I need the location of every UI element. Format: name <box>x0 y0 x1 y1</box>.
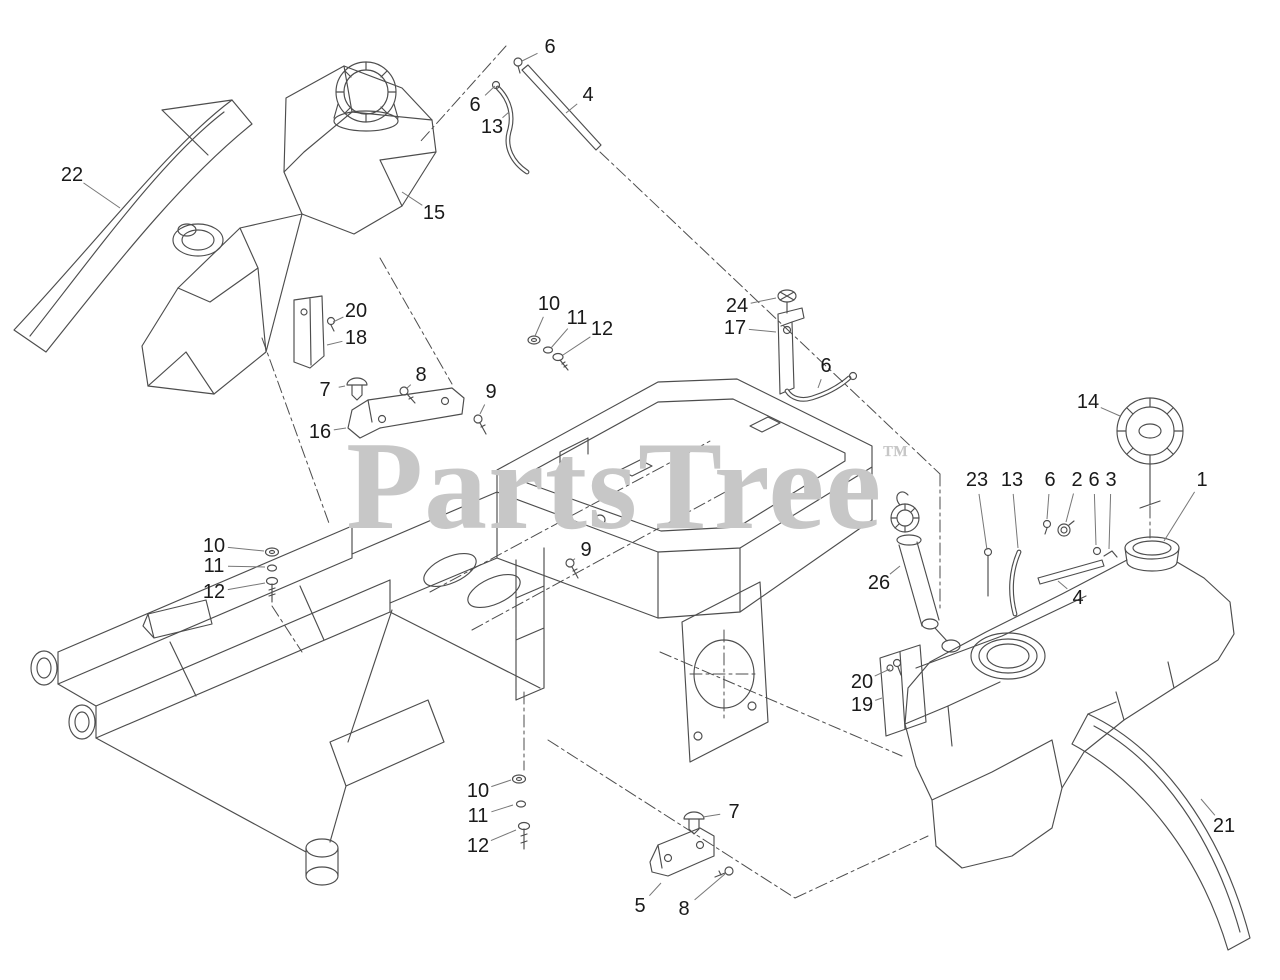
callout-14: 14 <box>1076 391 1100 413</box>
callout-18: 18 <box>344 327 368 349</box>
left-fuel-tank <box>141 61 437 395</box>
chassis-frame <box>30 378 873 886</box>
callout-23: 23 <box>965 469 989 491</box>
watermark-text: PartsTree <box>346 417 883 556</box>
callout-20: 20 <box>850 671 874 693</box>
left-panel-22 <box>13 99 253 353</box>
right-fuel-tank <box>904 397 1235 869</box>
plug-7-top <box>346 377 368 401</box>
callout-21: 21 <box>1212 815 1236 837</box>
hardware-bottom-10-11-12 <box>511 774 531 850</box>
callout-11: 11 <box>203 555 225 577</box>
callout-12: 12 <box>590 318 614 340</box>
callout-11: 11 <box>467 805 489 827</box>
callout-7: 7 <box>319 379 331 401</box>
callout-12: 12 <box>466 835 490 857</box>
callout-8: 8 <box>415 364 427 386</box>
callout-6: 6 <box>820 355 832 377</box>
hose-6-mid <box>784 371 858 402</box>
screw-9-mid <box>565 558 579 579</box>
callout-13: 13 <box>480 116 504 138</box>
callout-1: 1 <box>1196 469 1208 491</box>
screw-9-top <box>473 414 487 435</box>
callout-6: 6 <box>1088 469 1100 491</box>
callout-16: 16 <box>308 421 332 443</box>
callout-13: 13 <box>1000 469 1024 491</box>
callout-24: 24 <box>725 295 749 317</box>
callout-22: 22 <box>60 164 84 186</box>
callout-11: 11 <box>566 307 588 329</box>
bracket-5 <box>649 827 715 877</box>
hose-group-top <box>491 57 602 175</box>
bracket-18 <box>293 295 325 369</box>
callout-6: 6 <box>469 94 481 116</box>
callout-10: 10 <box>537 293 561 315</box>
hardware-top-10-11-12 <box>527 335 569 371</box>
construction-lines <box>261 45 1151 899</box>
vent-cap-24 <box>777 289 797 314</box>
callout-10: 10 <box>466 780 490 802</box>
callout-20: 20 <box>344 300 368 322</box>
callout-9: 9 <box>485 381 497 403</box>
callout-15: 15 <box>422 202 446 224</box>
callout-2: 2 <box>1071 469 1083 491</box>
callout-19: 19 <box>850 694 874 716</box>
fuel-sender-26 <box>890 491 961 653</box>
callout-9: 9 <box>580 539 592 561</box>
right-panel-21 <box>1071 701 1251 951</box>
callout-4: 4 <box>1072 587 1084 609</box>
bracket-16 <box>347 387 465 439</box>
callout-10: 10 <box>202 535 226 557</box>
watermark-trademark-icon: ™ <box>882 440 909 469</box>
callout-17: 17 <box>723 317 747 339</box>
plug-7-bottom <box>683 811 705 835</box>
callout-4: 4 <box>582 84 594 106</box>
bracket-17 <box>777 307 805 395</box>
callout-7: 7 <box>728 801 740 823</box>
callout-6: 6 <box>1044 469 1056 491</box>
callout-5: 5 <box>634 895 646 917</box>
callout-26: 26 <box>867 572 891 594</box>
screw-20-right <box>892 658 902 676</box>
callout-3: 3 <box>1105 469 1117 491</box>
screw-8-top <box>399 386 416 404</box>
callout-6: 6 <box>544 36 556 58</box>
callout-12: 12 <box>202 581 226 603</box>
callout-8: 8 <box>678 898 690 920</box>
hose-group-right <box>983 519 1118 617</box>
hardware-left-10-11-12 <box>264 547 280 603</box>
watermark: PartsTree™ <box>346 424 908 550</box>
